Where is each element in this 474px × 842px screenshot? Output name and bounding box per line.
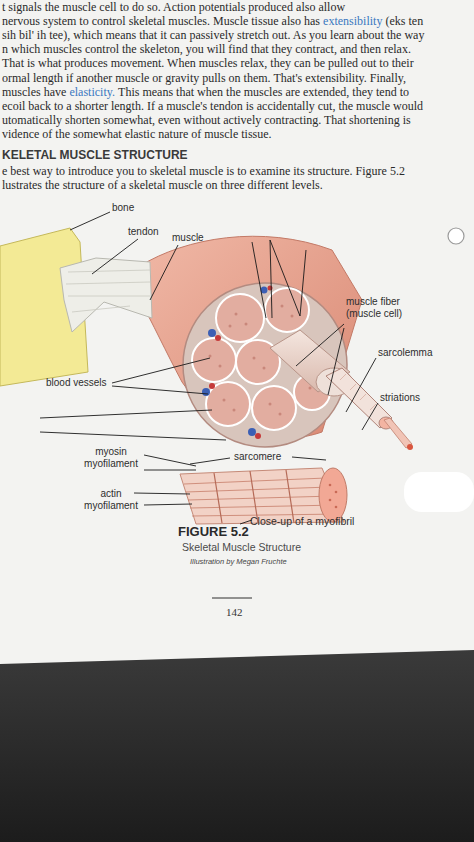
body-text: utomatically shorten somewhat, even with…: [2, 113, 411, 127]
text-line: utomatically shorten somewhat, even with…: [2, 113, 411, 127]
text-line: That is what produces movement. When mus…: [2, 56, 414, 70]
body-text: ormal length if another muscle or gravit…: [2, 71, 406, 85]
body-text: e best way to introduce you to skeletal …: [2, 164, 405, 178]
text-line: ormal length if another muscle or gravit…: [2, 71, 406, 85]
body-text: nervous system to control skeletal muscl…: [2, 14, 320, 28]
text-line: ecoil back to a shorter length. If a mus…: [2, 99, 423, 113]
body-text: sih bil' ih tee), which means that it ca…: [2, 28, 424, 42]
text-line: t signals the muscle cell to do so. Acti…: [2, 0, 345, 14]
part-label: sarcolemma: [378, 347, 432, 359]
part-label: muscle fiber (muscle cell): [346, 296, 422, 320]
figure-number: FIGURE 5.2: [178, 524, 249, 540]
body-text: muscles have: [2, 85, 66, 99]
text-line: lustrates the structure of a skeletal mu…: [2, 178, 323, 192]
text-line: vidence of the somewhat elastic nature o…: [2, 127, 272, 141]
figure-caption: Skeletal Muscle Structure: [182, 541, 301, 555]
body-text: ecoil back to a shorter length. If a mus…: [2, 99, 423, 113]
part-label: striations: [380, 392, 420, 404]
page-number: 142: [226, 605, 243, 619]
glossary-term: elasticity.: [69, 85, 115, 99]
body-text: also allow: [296, 0, 345, 14]
body-text: This means that when the muscles are ext…: [118, 85, 409, 99]
section-heading: KELETAL MUSCLE STRUCTURE: [2, 148, 188, 162]
body-text: t signals the muscle cell to do so. Acti…: [2, 0, 293, 14]
part-label: muscle: [172, 232, 204, 244]
part-label: myosin myofilament: [76, 446, 146, 470]
figure-sublabel: Close-up of a myofibril: [250, 515, 354, 529]
part-label: tendon: [128, 226, 159, 238]
glossary-term: extensibility: [323, 14, 382, 28]
body-text: lustrates the structure of a skeletal mu…: [2, 178, 323, 192]
illustration-credit: Illustration by Megan Fruchte: [190, 557, 287, 568]
text-line: muscles haveelasticity.This means that w…: [2, 85, 409, 99]
part-label: actin myofilament: [76, 488, 146, 512]
text-line: sih bil' ih tee), which means that it ca…: [2, 28, 424, 42]
text-line: n which muscles control the skeleton, yo…: [2, 42, 411, 56]
body-text: vidence of the somewhat elastic nature o…: [2, 127, 272, 141]
body-text: (eks ten: [386, 14, 424, 28]
body-text: n which muscles control the skeleton, yo…: [2, 42, 411, 56]
part-label: blood vessels: [46, 377, 107, 389]
part-label: sarcomere: [234, 451, 281, 463]
text-line: e best way to introduce you to skeletal …: [2, 164, 405, 178]
body-text: That is what produces movement. When mus…: [2, 56, 414, 70]
part-label: bone: [112, 202, 134, 214]
text-line: KELETAL MUSCLE STRUCTURE: [2, 148, 188, 162]
text-line: nervous system to control skeletal muscl…: [2, 14, 423, 28]
